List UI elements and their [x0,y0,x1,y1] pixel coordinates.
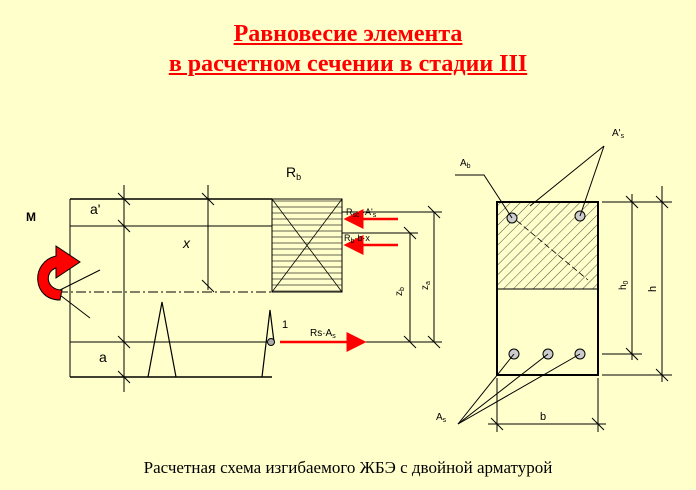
compression-steel-force-label: Rsc ·A's [346,207,377,219]
x-label: x [182,235,191,251]
slide-title-line-2: в расчетном сечении в стадии III [168,51,528,77]
figure-caption: Расчетная схема изгибаемого ЖБЭ с двойно… [143,458,553,477]
a-label: a [99,349,107,365]
concrete-force-label: Rb·b·x [344,233,370,245]
as-prime-label: A's [612,128,625,140]
cross-section-diagram [455,145,672,432]
as-leader-3 [457,353,581,425]
moment-arrow-icon [37,245,81,301]
crack-2 [261,309,275,378]
rb-label: Rb [286,164,301,182]
moment-label: M [26,210,36,224]
as-leader-1 [457,353,515,425]
h0-label: h0 [618,280,630,290]
ab-leader [455,174,513,219]
as-leader-2 [457,353,549,425]
h-label: h [647,286,659,292]
point-1-marker [267,338,275,346]
as-prime-leader-1 [579,145,605,217]
crack-1 [147,301,177,378]
za-label: za [420,281,432,290]
slide-title-line-1: Равновесие элемента [233,21,463,47]
left-section-diagram [55,185,442,392]
ab-label: Ab [460,158,471,170]
as-label: As [436,412,447,424]
as-prime-leader-2 [529,145,605,207]
tension-force-label: Rs·As [310,328,336,340]
point-1-label: 1 [282,319,288,331]
a-prime-label: a' [90,201,100,217]
b-label: b [540,411,546,423]
zb-label: zb [394,287,406,296]
